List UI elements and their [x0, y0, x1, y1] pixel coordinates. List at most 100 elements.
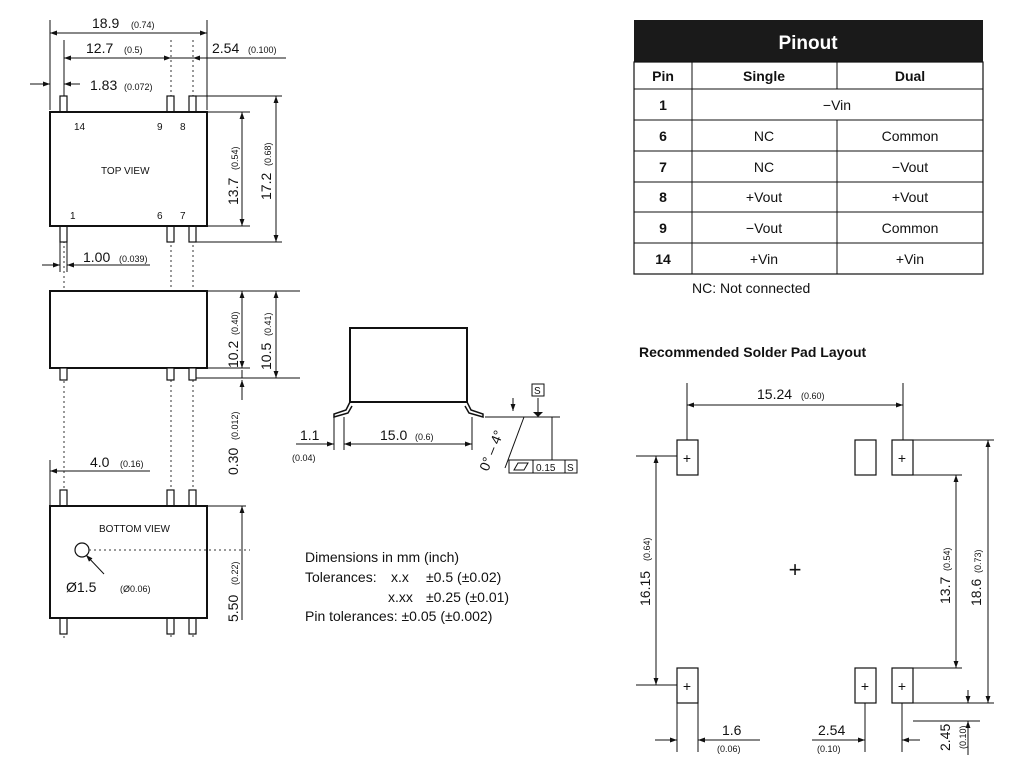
- dim-pad-height-inch: (0.10): [958, 725, 968, 749]
- pinout-title-bar: [634, 20, 983, 62]
- row-6-single: NC: [754, 128, 774, 144]
- side-pin-1: [59, 367, 68, 381]
- dim-side-height2: 10.5: [258, 343, 274, 370]
- pad-center-icon: +: [898, 678, 906, 694]
- dim-pad-vertical-inch: (0.64): [642, 537, 652, 561]
- pin-label-1: 1: [70, 211, 76, 222]
- note-pin-tolerance: Pin tolerances: ±0.05 (±0.002): [305, 608, 492, 624]
- pin-label-9: 9: [157, 122, 163, 133]
- dim-body-height: 13.7: [225, 178, 241, 205]
- pin-1-bottom: [59, 225, 68, 243]
- dim-overall-width: 18.9: [92, 15, 119, 31]
- side-view: 10.2 (0.40) 10.5 (0.41) 0.30 (0.012): [49, 290, 300, 475]
- flatness-value: 0.15: [536, 463, 556, 474]
- dim-pad-width: 1.6: [722, 722, 742, 738]
- bottom-view-body: [49, 505, 208, 619]
- note-tol1-value: ±0.5 (±0.02): [426, 569, 501, 585]
- header-dual: Dual: [895, 68, 925, 84]
- note-tol1-format: x.x: [391, 569, 409, 585]
- row-7-dual: −Vout: [892, 159, 928, 175]
- dim-end-width: 15.0: [380, 427, 407, 443]
- solder-pad-layout: Recommended Solder Pad Layout 15.24 (0.6…: [636, 344, 994, 755]
- bottom-pin-6: [188, 617, 197, 635]
- dim-end-width-inch: (0.6): [415, 432, 434, 442]
- pad-center-icon: +: [898, 450, 906, 466]
- pin-label-14: 14: [74, 122, 86, 133]
- flatness-symbol-icon: [508, 459, 534, 474]
- dim-overall-width-inch: (0.74): [131, 20, 155, 30]
- pin-label-6: 6: [157, 211, 163, 222]
- dim-lead-inch: (0.04): [292, 453, 316, 463]
- dim-bottom-height: 5.50: [225, 595, 241, 622]
- note-tol2-format: x.xx: [388, 589, 413, 605]
- bottom-pin-1: [59, 489, 68, 507]
- dim-pin-width: 1.00: [83, 249, 110, 265]
- pad-top-left: [676, 439, 699, 476]
- note-tolerance-label: Tolerances:: [305, 569, 377, 585]
- row-14-dual: +Vin: [896, 251, 924, 267]
- row-8-single: +Vout: [746, 189, 782, 205]
- row-9-single: −Vout: [746, 220, 782, 236]
- dim-pad-pitch: 2.54: [818, 722, 845, 738]
- side-pin-3: [188, 367, 197, 381]
- row-9-dual: Common: [882, 220, 939, 236]
- dimension-notes: Dimensions in mm (inch) Tolerances: x.x …: [305, 549, 509, 624]
- pin-6-bottom: [166, 225, 175, 243]
- datum-label: S: [534, 386, 541, 397]
- dim-marker: 4.0: [90, 454, 110, 470]
- row-8-pin: 8: [659, 189, 667, 205]
- side-pin-2: [166, 367, 175, 381]
- dim-lead: 1.1: [300, 427, 320, 443]
- pinout-footnote: NC: Not connected: [692, 280, 810, 296]
- bottom-view-label: BOTTOM VIEW: [99, 524, 170, 535]
- pin-label-7: 7: [180, 211, 186, 222]
- bottom-view: 4.0 (0.16) BOTTOM VIEW Ø1.5 (Ø0.06) 5.50…: [49, 454, 250, 635]
- pin-8-top: [188, 95, 197, 113]
- row-1-pin: 1: [659, 97, 667, 113]
- pin-14-top: [59, 95, 68, 113]
- bottom-pin-2: [166, 489, 175, 507]
- dim-pad-height: 2.45: [937, 724, 953, 751]
- dim-side-height2-inch: (0.41): [263, 312, 273, 336]
- dim-inner-inch: (0.54): [942, 547, 952, 571]
- row-7-pin: 7: [659, 159, 667, 175]
- pad-center-icon: +: [861, 678, 869, 694]
- dim-standoff: 0.30: [225, 448, 241, 475]
- pinout-table: Pinout Pin Single Dual 1 −Vin 6 NC Commo…: [633, 20, 984, 296]
- pad-center-icon: +: [683, 678, 691, 694]
- dim-pitch-inch: (0.5): [124, 45, 143, 55]
- top-view-body: [49, 111, 208, 227]
- pin-label-8: 8: [180, 122, 186, 133]
- note-tol2-value: ±0.25 (±0.01): [426, 589, 509, 605]
- dim-side-height-inch: (0.40): [230, 311, 240, 335]
- end-view: 1.1 (0.04) 15.0 (0.6) 0° – 4° S 0.15 S: [292, 327, 578, 474]
- dim-hole-inch: (Ø0.06): [120, 584, 151, 594]
- bottom-pin-5: [166, 617, 175, 635]
- row-14-pin: 14: [655, 251, 671, 267]
- marker-hole-icon: [74, 542, 90, 558]
- top-view: 18.9 (0.74) 12.7 (0.5) 2.54 (0.100) 1.83…: [30, 15, 286, 640]
- dim-side: 2.54: [212, 40, 239, 56]
- lead-angle: 0° – 4°: [476, 428, 507, 473]
- row-7-single: NC: [754, 159, 774, 175]
- header-pin: Pin: [652, 68, 674, 84]
- side-view-body: [49, 290, 208, 369]
- dim-outer-inch: (0.73): [973, 549, 983, 573]
- row-1-single: −Vin: [823, 97, 851, 113]
- end-lead-right: [464, 401, 484, 418]
- dim-pitch: 12.7: [86, 40, 113, 56]
- dim-pad-vertical: 16.15: [637, 571, 653, 606]
- dim-total-height-inch: (0.68): [263, 142, 273, 166]
- dim-side-height: 10.2: [225, 341, 241, 368]
- dim-standoff-inch: (0.012): [230, 411, 240, 440]
- dim-side-inch: (0.100): [248, 45, 277, 55]
- top-view-label: TOP VIEW: [101, 166, 150, 177]
- dim-offset: 1.83: [90, 77, 117, 93]
- header-single: Single: [743, 68, 785, 84]
- row-9-pin: 9: [659, 220, 667, 236]
- dim-pad-span-inch: (0.60): [801, 391, 825, 401]
- pad-center-icon: +: [683, 450, 691, 466]
- dim-marker-inch: (0.16): [120, 459, 144, 469]
- dim-outer: 18.6: [968, 579, 984, 606]
